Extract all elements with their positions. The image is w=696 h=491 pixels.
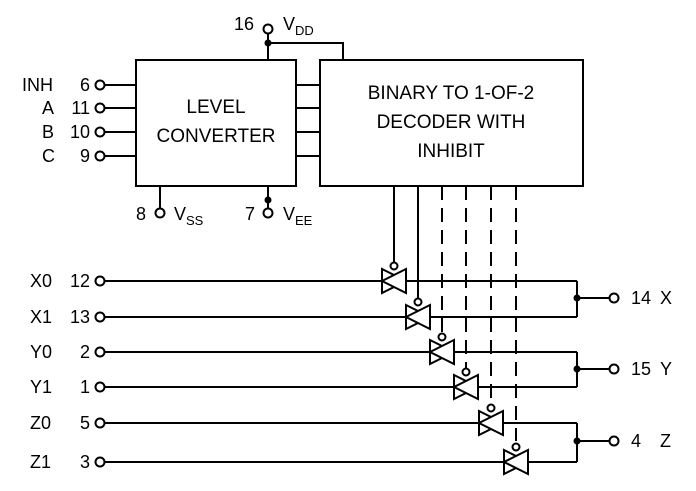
gate-bubble — [413, 297, 423, 307]
transmission-gate-y1 — [451, 367, 481, 401]
pin-circle — [94, 275, 106, 287]
transmission-gate-x1 — [403, 297, 433, 331]
level-converter-block — [135, 59, 297, 187]
channel-input-x0: X0 12 — [30, 261, 577, 295]
channel-input-name: Z0 — [30, 413, 51, 433]
decoder-control-lines — [393, 186, 517, 441]
vdd-wire-decoder — [268, 42, 344, 60]
vss-terminal: 8 VSS — [136, 186, 204, 228]
vdd-terminal: 16 VDD — [234, 14, 314, 38]
decoder-line-1: BINARY TO 1-OF-2 — [368, 83, 534, 104]
vss-pin-circle — [154, 207, 166, 219]
vss-pin-number: 8 — [136, 204, 146, 224]
control-input-pin: 9 — [80, 146, 90, 166]
pin-circle — [94, 102, 106, 114]
pin-circle — [94, 346, 106, 358]
channel-input-pin: 1 — [80, 377, 90, 397]
vee-label: VEE — [283, 204, 313, 228]
control-input-pin: 11 — [71, 98, 90, 118]
control-input-inh: INH 6 — [22, 75, 136, 95]
control-input-c: C 9 — [42, 146, 136, 166]
pin-circle — [608, 435, 620, 447]
decoder-line-3: INHIBIT — [417, 141, 485, 162]
channel-input-z1: Z1 3 — [30, 442, 577, 476]
channel-input-pin: 12 — [70, 271, 90, 291]
channel-input-pin: 3 — [80, 452, 90, 472]
decoder-block — [319, 59, 584, 187]
vss-label: VSS — [174, 204, 204, 228]
channel-input-pin: 2 — [80, 342, 90, 362]
transmission-gate-z0 — [476, 403, 506, 437]
output-name: Y — [660, 359, 672, 379]
channel-input-name: Z1 — [30, 452, 51, 472]
gate-bubble — [437, 332, 447, 342]
gate-bubble — [389, 261, 399, 271]
output-z: 4 Z — [573, 423, 671, 462]
pin-circle — [94, 79, 106, 91]
channel-input-y0: Y0 2 — [30, 332, 577, 366]
output-y: 15 Y — [573, 352, 672, 387]
channel-input-pin: 13 — [70, 307, 90, 327]
control-input-pin: 6 — [80, 75, 90, 95]
output-x: 14 X — [573, 281, 672, 317]
level-converter-line-1: LEVEL — [186, 97, 245, 118]
channel-input-name: Y0 — [30, 342, 52, 362]
pin-circle — [94, 126, 106, 138]
control-input-name: C — [42, 146, 55, 166]
control-input-pin: 10 — [70, 122, 90, 142]
control-input-a: A 11 — [42, 98, 136, 118]
channel-input-x1: X1 13 — [30, 297, 577, 331]
channel-input-y1: Y1 1 — [30, 367, 577, 401]
pin-circle — [94, 417, 106, 429]
vee-pin-number: 7 — [245, 204, 255, 224]
pin-circle — [94, 311, 106, 323]
gate-triangle-reverse — [427, 338, 455, 366]
pin-circle — [94, 381, 106, 393]
channel-input-name: X0 — [30, 271, 52, 291]
control-input-name: B — [42, 122, 54, 142]
transmission-gate-z1 — [501, 442, 531, 476]
gate-triangle-reverse — [501, 448, 529, 476]
channel-input-pin: 5 — [80, 413, 90, 433]
gate-triangle-reverse — [379, 267, 407, 295]
pin-circle — [608, 363, 620, 375]
vee-pin-circle — [262, 207, 274, 219]
gate-bubble — [511, 442, 521, 452]
gate-triangle-reverse — [476, 409, 504, 437]
converter-to-decoder-bus — [296, 84, 320, 157]
transmission-gate-y0 — [427, 332, 457, 366]
output-name: X — [660, 288, 672, 308]
vee-terminal: 7 VEE — [245, 186, 313, 228]
output-pin: 14 — [631, 288, 651, 308]
transmission-gate-x0 — [379, 261, 409, 295]
pin-circle — [608, 292, 620, 304]
gate-bubble — [461, 367, 471, 377]
vdd-pin-number: 16 — [234, 14, 254, 34]
level-converter-line-2: CONVERTER — [157, 126, 276, 147]
vdd-label: VDD — [283, 14, 314, 38]
control-input-b: B 10 — [42, 122, 136, 142]
pin-circle — [94, 456, 106, 468]
output-pin: 15 — [631, 359, 651, 379]
gate-triangle-reverse — [403, 303, 431, 331]
gate-bubble — [486, 403, 496, 413]
channel-input-z0: Z0 5 — [30, 403, 577, 437]
control-input-name: A — [42, 98, 54, 118]
vdd-pin-circle — [262, 23, 274, 35]
gate-triangle-reverse — [451, 373, 479, 401]
output-name: Z — [660, 431, 671, 451]
channel-input-name: Y1 — [30, 377, 52, 397]
channel-input-name: X1 — [30, 307, 52, 327]
decoder-line-2: DECODER WITH — [377, 112, 526, 133]
pin-circle — [94, 150, 106, 162]
control-input-name: INH — [22, 75, 53, 95]
vee-junction — [264, 196, 272, 204]
output-pin: 4 — [631, 431, 641, 451]
